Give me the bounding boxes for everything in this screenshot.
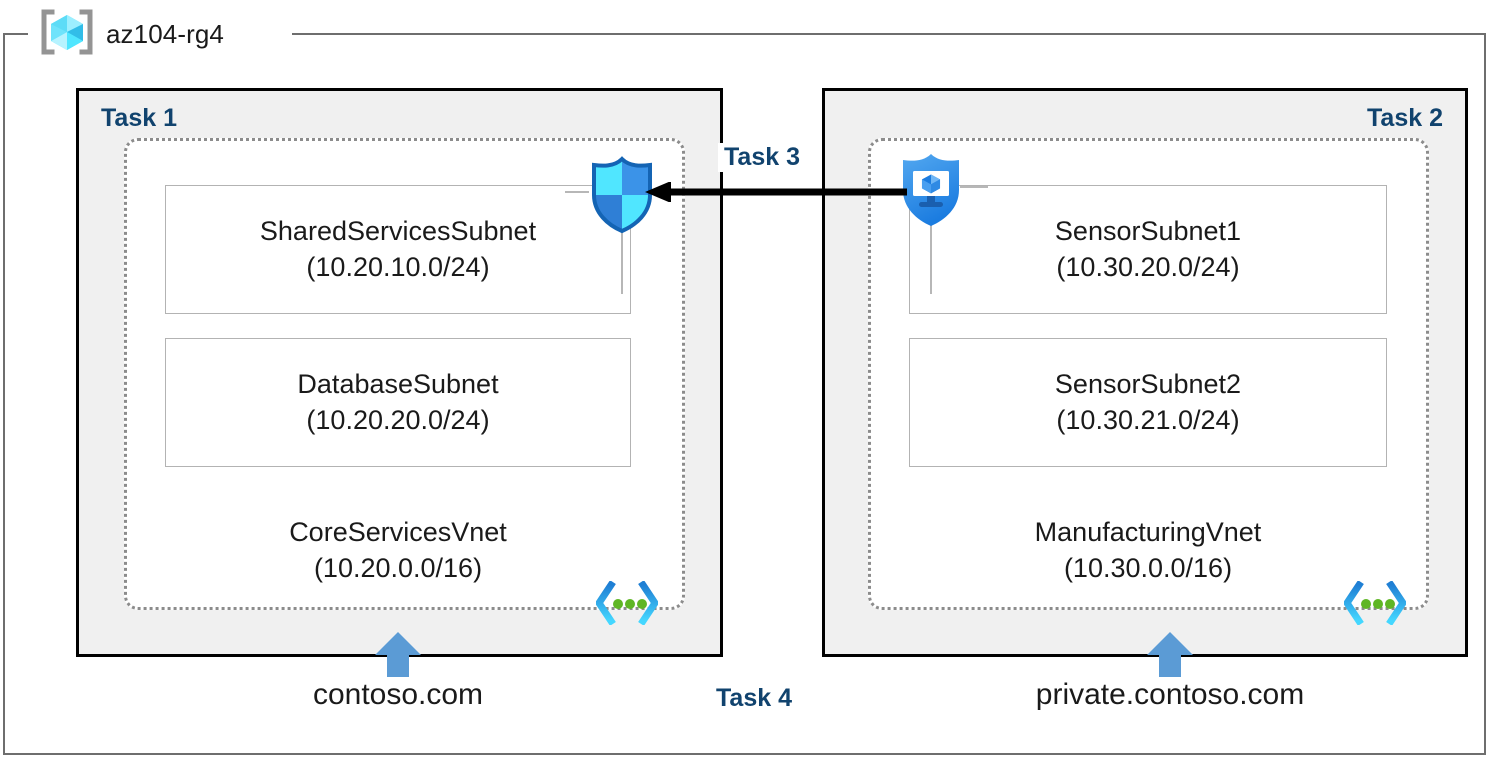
- task2-label: Task 2: [1367, 104, 1443, 132]
- vnet-cidr: (10.20.0.0/16): [313, 552, 483, 583]
- subnet-name: SensorSubnet1: [1054, 215, 1242, 246]
- virtual-network-brackets-icon: [594, 580, 660, 626]
- resource-group-name: az104-rg4: [106, 18, 224, 49]
- coreservicesvnet-caption: CoreServicesVnet (10.20.0.0/16): [165, 515, 631, 586]
- subnet-sharedservicessubnet: SharedServicesSubnet (10.20.10.0/24): [165, 185, 631, 314]
- subnet-name: DatabaseSubnet: [297, 368, 499, 399]
- bastion-connector-stem: [930, 224, 932, 294]
- bastion-shield-monitor-icon: [895, 150, 967, 230]
- subnet-cidr: (10.30.21.0/24): [1056, 404, 1240, 435]
- subnet-cidr: (10.20.10.0/24): [306, 251, 490, 282]
- vnet-name: ManufacturingVnet: [1034, 517, 1262, 547]
- task3-arrow-icon: [645, 181, 907, 203]
- up-arrow-icon: [1146, 630, 1194, 678]
- up-arrow-icon: [374, 630, 422, 678]
- dns-zone-private-contoso-label: private.contoso.com: [1035, 678, 1305, 711]
- subnet-sensorsubnet2: SensorSubnet2 (10.30.21.0/24): [909, 338, 1387, 467]
- firewall-shield-icon: [586, 155, 658, 235]
- subnet-name: SensorSubnet2: [1054, 368, 1242, 399]
- subnet-name: SharedServicesSubnet: [259, 215, 537, 246]
- virtual-network-brackets-icon: [1342, 580, 1408, 626]
- resource-group-title: az104-rg4: [40, 6, 224, 62]
- firewall-connector-stub: [565, 191, 589, 193]
- firewall-connector-stem: [621, 228, 623, 294]
- manufacturingvnet-caption: ManufacturingVnet (10.30.0.0/16): [909, 515, 1387, 586]
- subnet-cidr: (10.20.20.0/24): [306, 404, 490, 435]
- subnet-sensorsubnet1: SensorSubnet1 (10.30.20.0/24): [909, 185, 1387, 314]
- vnet-cidr: (10.30.0.0/16): [1063, 552, 1233, 583]
- subnet-cidr: (10.30.20.0/24): [1056, 251, 1240, 282]
- task3-label: Task 3: [718, 143, 806, 172]
- azure-resource-group-cube-icon: [40, 8, 94, 61]
- task1-label: Task 1: [101, 104, 177, 132]
- dns-zone-contoso-label: contoso.com: [312, 678, 484, 711]
- vnet-name: CoreServicesVnet: [289, 517, 507, 547]
- bastion-connector-stub: [960, 186, 988, 188]
- subnet-databasesubnet: DatabaseSubnet (10.20.20.0/24): [165, 338, 631, 467]
- resource-group-frame: [3, 33, 1486, 755]
- task4-label: Task 4: [716, 684, 792, 712]
